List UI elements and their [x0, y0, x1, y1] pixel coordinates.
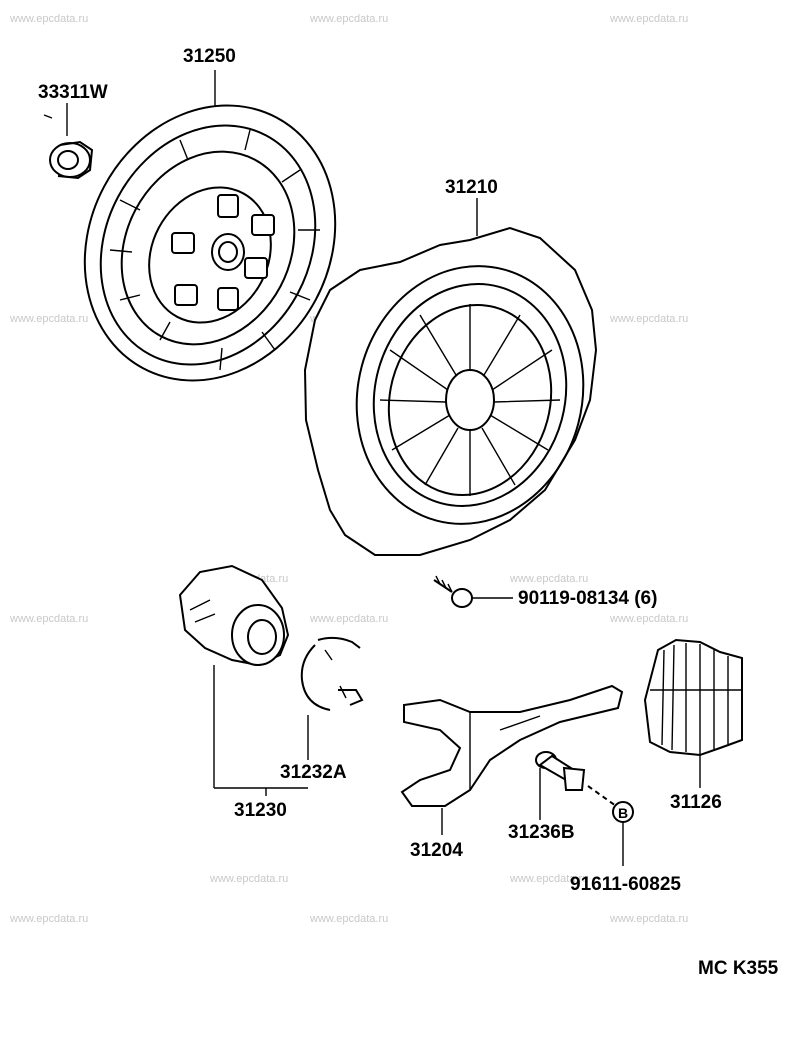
label-31232a: 31232A	[280, 762, 347, 783]
watermark: www.epcdata.ru	[509, 873, 588, 885]
footer-code: MC K355	[698, 958, 779, 979]
reference-b: B 91611-60825	[570, 801, 681, 895]
watermark: www.epcdata.ru	[9, 313, 88, 325]
watermark: www.epcdata.ru	[9, 913, 88, 925]
pressure-plate-part: 31210	[303, 177, 598, 556]
label-33311w: 33311W	[38, 82, 108, 103]
watermark: www.epcdata.ru	[9, 613, 88, 625]
release-fork-part: 31204	[400, 684, 624, 861]
fork-support-part: 31236B	[508, 751, 617, 843]
watermark: www.epcdata.ru	[609, 313, 688, 325]
watermark: www.epcdata.ru	[9, 13, 88, 25]
label-91611-60825: 91611-60825	[570, 874, 681, 895]
pilot-bearing-part: 33311W	[38, 82, 108, 180]
clutch-disc-part: 31250	[83, 46, 337, 382]
label-31230: 31230	[234, 800, 287, 821]
watermark: www.epcdata.ru	[309, 913, 388, 925]
watermark: www.epcdata.ru	[509, 573, 588, 585]
release-bearing-part: 31230	[178, 564, 308, 821]
label-31204: 31204	[410, 840, 463, 861]
watermark: www.epcdata.ru	[209, 873, 288, 885]
label-31250: 31250	[183, 46, 236, 67]
watermark: www.epcdata.ru	[309, 13, 388, 25]
boot-part: 31126	[643, 638, 743, 813]
watermark: www.epcdata.ru	[609, 13, 688, 25]
bolt-part: 90119-08134 (6)	[433, 575, 657, 609]
label-90119-08134: 90119-08134 (6)	[518, 588, 657, 609]
label-31236b: 31236B	[508, 822, 575, 843]
watermark: www.epcdata.ru	[309, 613, 388, 625]
ref-b-marker: B	[618, 805, 628, 821]
label-31210: 31210	[445, 177, 498, 198]
watermark: www.epcdata.ru	[609, 913, 688, 925]
label-31126: 31126	[670, 792, 722, 813]
watermark: www.epcdata.ru	[609, 613, 688, 625]
clip-part: 31232A	[280, 636, 364, 783]
